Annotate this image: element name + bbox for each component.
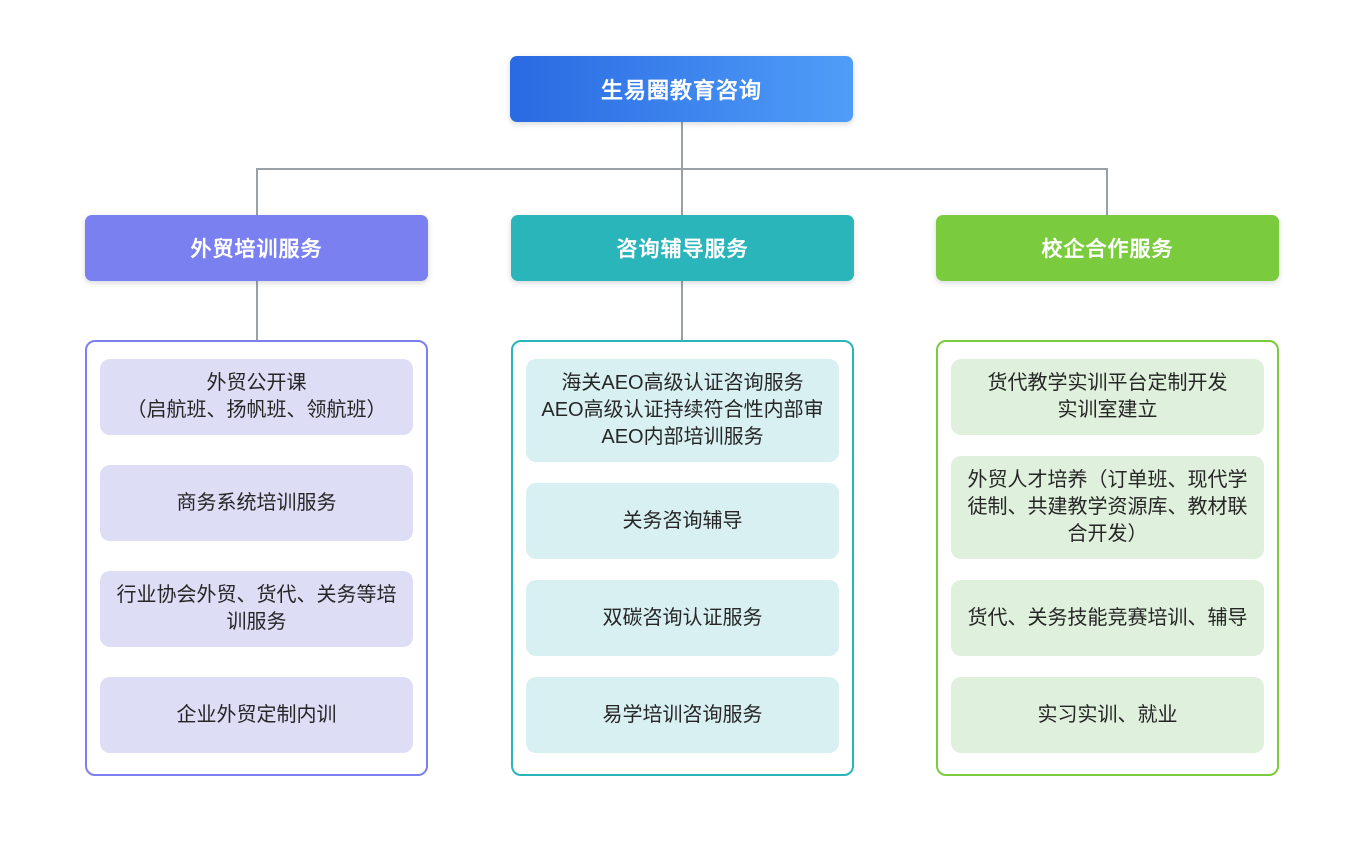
connector-drop-branch-3	[1106, 168, 1108, 215]
branch-panel-foreign-trade-training: 外贸公开课 （启航班、扬帆班、领航班） 商务系统培训服务 行业协会外贸、货代、关…	[85, 340, 428, 776]
service-item: 货代教学实训平台定制开发 实训室建立	[951, 359, 1264, 435]
connector-drop-branch-2	[681, 168, 683, 215]
service-item: 行业协会外贸、货代、关务等培训服务	[100, 571, 413, 647]
service-item: 企业外贸定制内训	[100, 677, 413, 753]
branch-header-foreign-trade-training: 外贸培训服务	[85, 215, 428, 281]
service-item: 双碳咨询认证服务	[526, 580, 839, 656]
branch-header-label: 外贸培训服务	[190, 238, 323, 261]
service-item: 商务系统培训服务	[100, 465, 413, 541]
service-item: 海关AEO高级认证咨询服务 AEO高级认证持续符合性内部审 AEO内部培训服务	[526, 359, 839, 462]
service-item: 货代、关务技能竞赛培训、辅导	[951, 580, 1264, 656]
connector-branch-1-panel	[256, 281, 258, 340]
connector-drop-branch-1	[256, 168, 258, 215]
branch-header-label: 咨询辅导服务	[616, 238, 749, 261]
branch-header-school-enterprise: 校企合作服务	[936, 215, 1279, 281]
branch-panel-school-enterprise: 货代教学实训平台定制开发 实训室建立 外贸人才培养（订单班、现代学徒制、共建教学…	[936, 340, 1279, 776]
service-item: 易学培训咨询服务	[526, 677, 839, 753]
service-item: 外贸公开课 （启航班、扬帆班、领航班）	[100, 359, 413, 435]
root-node-label: 生易圈教育咨询	[600, 78, 762, 103]
branch-header-label: 校企合作服务	[1041, 238, 1174, 261]
service-item: 实习实训、就业	[951, 677, 1264, 753]
service-item: 关务咨询辅导	[526, 483, 839, 559]
branch-panel-consulting-coaching: 海关AEO高级认证咨询服务 AEO高级认证持续符合性内部审 AEO内部培训服务 …	[511, 340, 854, 776]
service-item: 外贸人才培养（订单班、现代学徒制、共建教学资源库、教材联合开发）	[951, 456, 1264, 559]
connector-branch-2-panel	[681, 281, 683, 340]
root-node: 生易圈教育咨询	[510, 56, 853, 122]
connector-root-down	[681, 122, 683, 168]
branch-header-consulting-coaching: 咨询辅导服务	[511, 215, 854, 281]
